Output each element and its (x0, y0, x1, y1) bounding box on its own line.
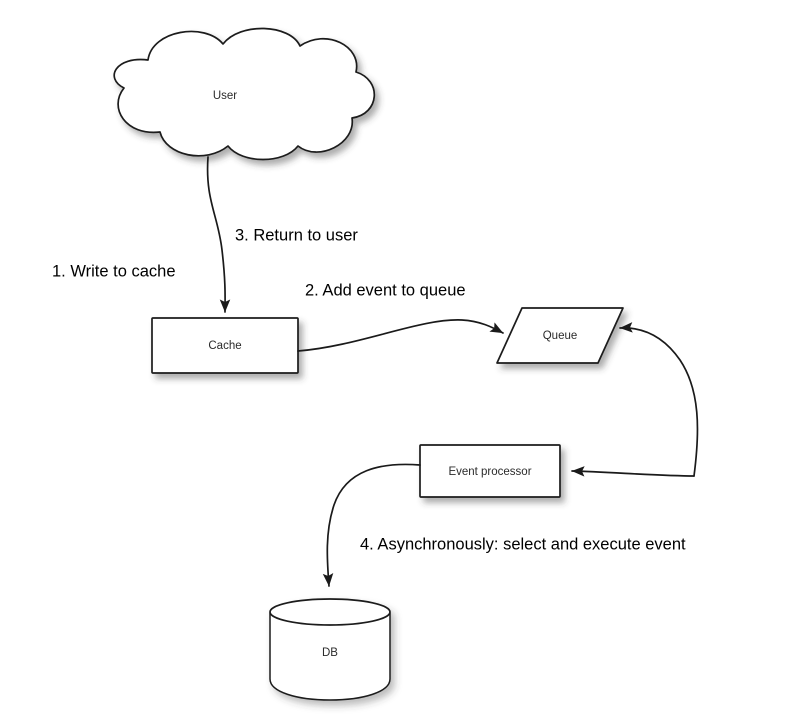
step-label-3: 3. Return to user (235, 226, 358, 244)
node-db[interactable] (269, 598, 391, 701)
node-label-cache: Cache (208, 340, 241, 352)
node-label-event-processor: Event processor (448, 466, 531, 478)
node-label-db: DB (322, 647, 338, 659)
node-event-processor[interactable]: Event processor (419, 444, 561, 498)
step-label-4: 4. Asynchronously: select and execute ev… (360, 535, 686, 553)
node-queue[interactable]: Queue (496, 307, 624, 364)
node-user[interactable]: User (113, 27, 376, 161)
edge-loop-into-event-processor (571, 466, 695, 477)
step-label-1: 1. Write to cache (52, 262, 176, 280)
edge-user-to-cache (206, 156, 231, 313)
node-label-user: User (213, 90, 237, 102)
step-label-2: 2. Add event to queue (305, 281, 466, 299)
edge-queue-to-event-processor (619, 322, 699, 477)
node-label-queue: Queue (543, 330, 578, 342)
edge-cache-to-queue (297, 319, 504, 352)
edge-event-processor-to-db (322, 463, 421, 587)
node-cache[interactable]: Cache (151, 317, 299, 374)
